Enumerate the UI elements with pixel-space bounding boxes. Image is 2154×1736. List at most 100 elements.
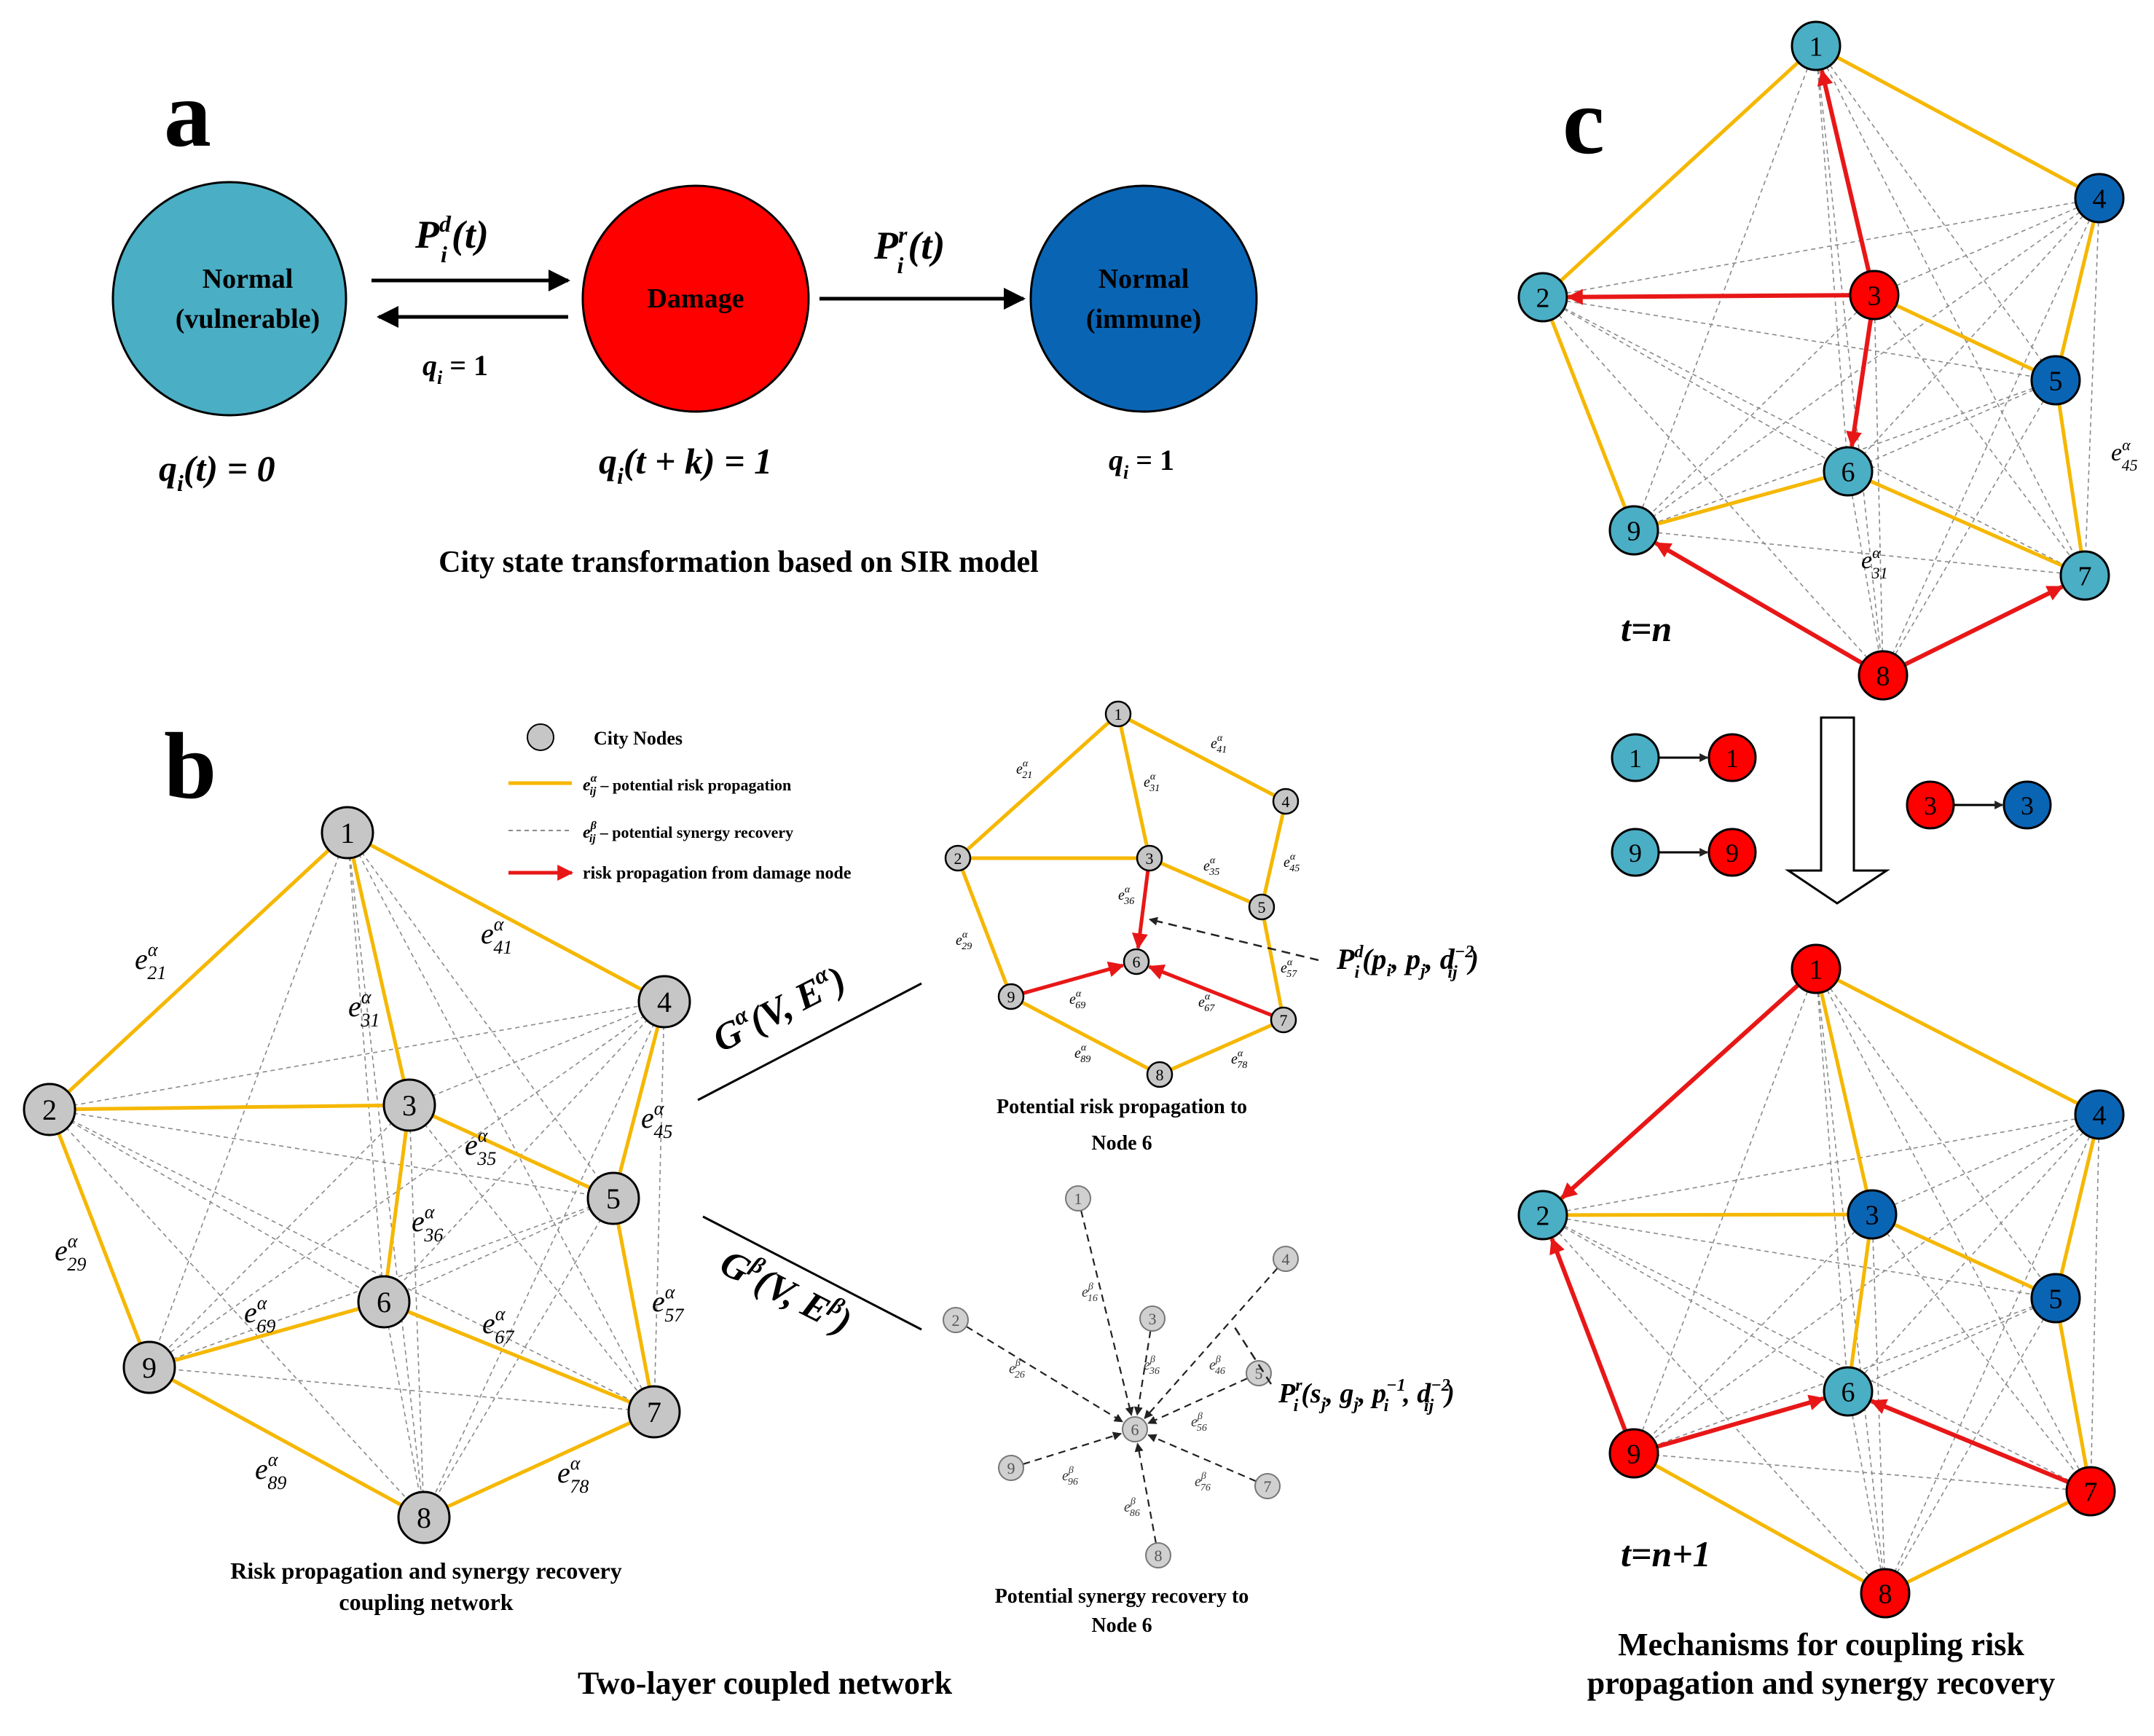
immune-state-label-line1: Normal xyxy=(1098,264,1190,294)
time-step-arrow xyxy=(1785,716,1890,905)
coupling-risk-edge-1-3 xyxy=(345,832,412,1106)
coupling-synergy-edge-7-9 xyxy=(149,1367,655,1413)
c-top-synergy-edge-1-6 xyxy=(1815,45,1849,472)
coupling-synergy-edge-1-5 xyxy=(347,832,614,1199)
coupling-node-7 xyxy=(627,1385,681,1439)
alpha-node-label-2: 2 xyxy=(954,849,962,868)
c-top-risk-edge-4-5 xyxy=(2053,197,2102,381)
alpha-node-label-9: 9 xyxy=(1007,988,1015,1006)
c-top-synergy-edge-3-4 xyxy=(1874,197,2100,296)
alpha-node-label-4: 4 xyxy=(1282,793,1290,811)
alpha-node-label-8: 8 xyxy=(1156,1066,1164,1084)
c-bot-node-label-9: 9 xyxy=(1627,1439,1641,1469)
coupling-risk-edge-1-4 xyxy=(346,830,666,1004)
c-bot-node-label-2: 2 xyxy=(1536,1201,1550,1231)
vulnerable-condition: qi(t) = 0 xyxy=(159,448,275,496)
c-bot-synergy-edge-2-7 xyxy=(1542,1214,2091,1492)
c-top-risk-edge-3-5 xyxy=(1873,293,2057,382)
c-top-synergy-edge-1-5 xyxy=(1815,45,2056,381)
c-top-node-label-9: 9 xyxy=(1627,516,1641,546)
coupling-node-6 xyxy=(357,1275,411,1329)
c-bot-synergy-edge-5-6 xyxy=(1847,1297,2056,1392)
coupling-synergy-edge-1-7 xyxy=(347,832,655,1413)
c-top-edges xyxy=(1541,44,2102,677)
coupling-node-label-6: 6 xyxy=(377,1286,391,1319)
beta-node-6 xyxy=(1122,1416,1148,1442)
beta-recovery-arrow-8-6 xyxy=(1134,1442,1160,1556)
beta-node-5 xyxy=(1246,1360,1272,1386)
c-top-synergy-edge-3-9 xyxy=(1633,294,1875,531)
c-bot-risk-edge-1-3 xyxy=(1814,968,1874,1215)
c-bot-synergy-edge-1-6 xyxy=(1815,968,1849,1392)
beta-node-label-7: 7 xyxy=(1264,1477,1272,1496)
c-top-synergy-edge-1-9 xyxy=(1633,45,1817,531)
c-bot-risk-edge-4-5 xyxy=(2053,1114,2102,1299)
alpha-node-5 xyxy=(1248,893,1276,921)
beta-node-4 xyxy=(1273,1246,1299,1272)
transition-to-label-1: 1 xyxy=(1726,744,1739,773)
c-top-synergy-edge-4-8 xyxy=(1882,197,2100,676)
c-top-node-label-8: 8 xyxy=(1876,661,1890,691)
c-top-node-label-4: 4 xyxy=(2093,184,2107,214)
c-bot-synergy-edge-7-9 xyxy=(1633,1453,2091,1492)
c-bot-risk-edge-1-4 xyxy=(1815,967,2101,1117)
c-bot-node-1 xyxy=(1791,943,1841,994)
c-top-synergy-edge-4-7 xyxy=(2084,197,2100,576)
coupling-synergy-edge-4-9 xyxy=(149,1001,665,1368)
c-bot-synergy-edge-4-8 xyxy=(1884,1114,2100,1594)
c-top-risk-edge-6-9 xyxy=(1633,469,1849,533)
c-bot-node-label-7: 7 xyxy=(2084,1477,2098,1507)
alpha-node-label-3: 3 xyxy=(1146,849,1154,868)
coupling-node-5 xyxy=(586,1171,640,1225)
coupling-node-label-1: 1 xyxy=(340,817,355,849)
transition-to-node-1 xyxy=(1707,733,1757,782)
beta-node-2 xyxy=(943,1307,969,1333)
alpha-risk-edge-5-7 xyxy=(1259,906,1286,1021)
coupling-edges xyxy=(47,830,667,1520)
alpha-node-7 xyxy=(1270,1006,1297,1034)
c-bot-synergy-edge-6-8 xyxy=(1847,1391,1886,1594)
c-bot-node-label-4: 4 xyxy=(2093,1100,2107,1131)
c-bot-node-label-5: 5 xyxy=(2049,1284,2063,1314)
coupling-node-label-7: 7 xyxy=(647,1396,661,1429)
coupling-synergy-edge-5-6 xyxy=(383,1198,614,1303)
coupling-node-label-2: 2 xyxy=(42,1093,57,1126)
c-bot-risk-edge-3-5 xyxy=(1871,1212,2057,1300)
panel-c-caption-line1: Mechanisms for coupling risk xyxy=(1618,1627,2024,1662)
c-bot-synergy-edge-1-9 xyxy=(1633,968,1817,1454)
c-top-node-label-3: 3 xyxy=(1868,280,1882,311)
panel-c-label: c xyxy=(1563,69,1605,174)
transition-to-label-3: 3 xyxy=(2021,791,2034,820)
alpha-propagation-arrow-7-6 xyxy=(1147,965,1284,1022)
coupling-synergy-edge-2-5 xyxy=(49,1109,614,1199)
c-top-risk-edge-5-7 xyxy=(2053,380,2087,576)
c-top-node-1 xyxy=(1791,20,1841,71)
beta-recovery-arrow-9-6 xyxy=(1010,1431,1123,1469)
beta-node-label-9: 9 xyxy=(1007,1459,1015,1477)
c-top-propagation-arrow-8-7 xyxy=(1882,584,2064,677)
beta-node-label-2: 2 xyxy=(952,1311,960,1330)
c-top-synergy-edge-6-8 xyxy=(1847,471,1884,676)
c-top-synergy-edge-2-4 xyxy=(1542,197,2100,298)
alpha-node-3 xyxy=(1136,844,1163,872)
beta-node-label-3: 3 xyxy=(1149,1310,1157,1328)
c-top-node-label-1: 1 xyxy=(1809,31,1823,62)
